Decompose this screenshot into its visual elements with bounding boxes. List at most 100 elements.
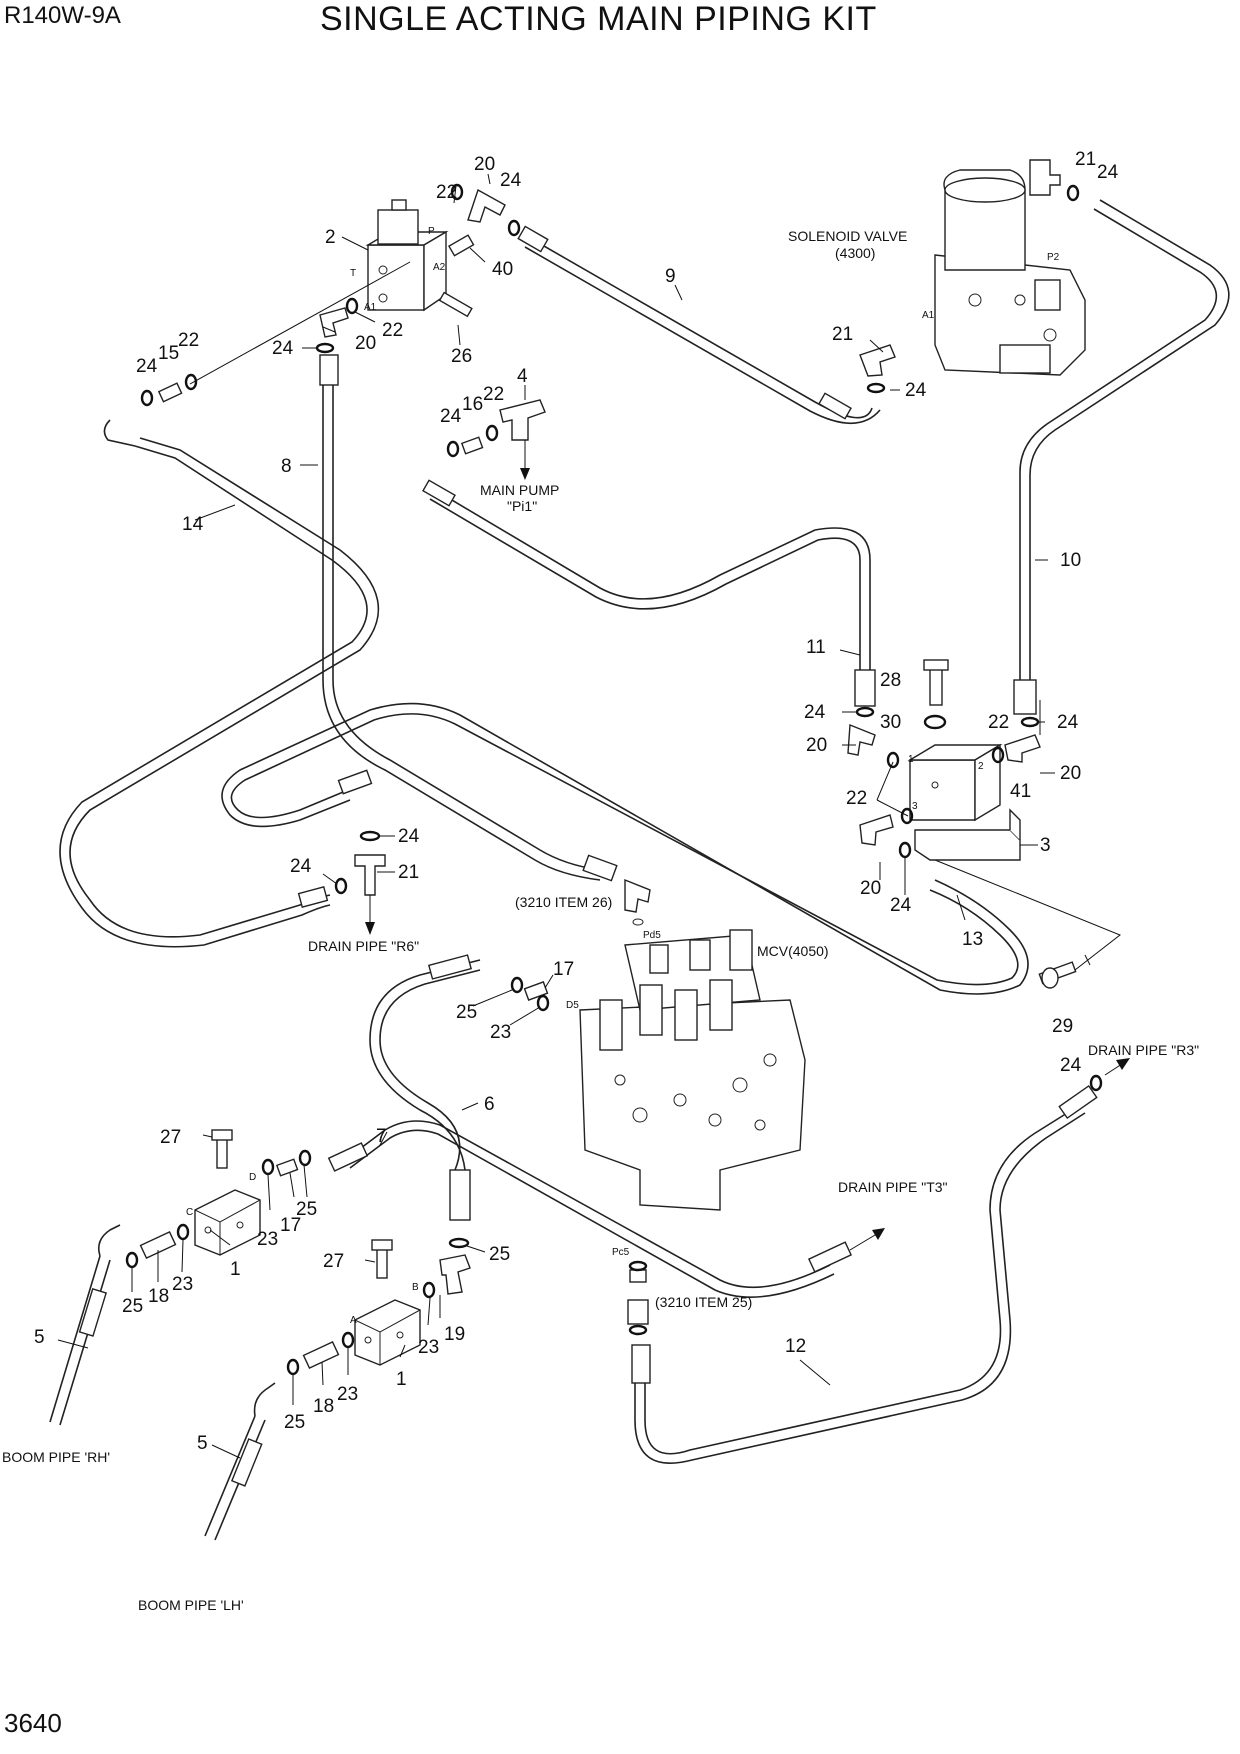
callout-number: 22	[178, 330, 199, 351]
port-2: 2	[978, 761, 984, 772]
callout-number: 20	[1060, 763, 1081, 784]
hose-5-rh	[49, 1224, 121, 1426]
hose-10	[1013, 199, 1230, 715]
callout-number: 20	[355, 333, 376, 354]
tee-4	[499, 399, 546, 441]
callout-number: 24	[500, 170, 522, 191]
callout-number: 25	[296, 1199, 317, 1220]
callout-number: 5	[197, 1433, 208, 1454]
callout-number: 4	[517, 366, 528, 387]
washer-30	[923, 714, 947, 730]
main-pump-label: MAIN PUMP	[480, 482, 559, 498]
callout-number: 22	[483, 384, 504, 405]
callout-number: 27	[323, 1251, 344, 1272]
port-a2: A2	[433, 262, 446, 273]
elbow-item26	[624, 878, 651, 913]
callout-number: 24	[890, 895, 912, 916]
callout-number: 23	[490, 1022, 511, 1043]
bolt-27-upper	[211, 1129, 233, 1169]
hose-12	[631, 1084, 1098, 1464]
item-26-ref: (3210 ITEM 26)	[515, 894, 612, 910]
boom-block-1-lower	[354, 1299, 421, 1366]
callout-number: 24	[290, 856, 312, 877]
nipple-item25-mcv	[627, 1299, 649, 1325]
callout-number: 17	[553, 959, 574, 980]
callout-number: 21	[832, 324, 853, 345]
callout-number: 18	[313, 1396, 334, 1417]
port-a1-solenoid: A1	[922, 310, 935, 321]
callout-number: 1	[230, 1259, 241, 1280]
callout-number: 22	[846, 788, 867, 809]
port-a: A	[350, 1315, 357, 1326]
elbow-20-a1	[319, 307, 349, 338]
callout-number: 8	[281, 456, 292, 477]
callout-number: 27	[160, 1127, 181, 1148]
main-pump-port: "Pi1"	[507, 498, 537, 514]
callout-number: 25	[284, 1412, 305, 1433]
fitting-bottom-mcv	[629, 1269, 647, 1283]
bolt-28	[923, 659, 949, 706]
port-pd5: Pd5	[643, 930, 661, 941]
port-d: D	[249, 1172, 256, 1183]
callout-number: 29	[1052, 1016, 1073, 1037]
elbow-20-block-left	[847, 723, 876, 756]
callout-number: 25	[456, 1002, 477, 1023]
hose-5-lh	[204, 1382, 276, 1541]
port-1: 1	[908, 754, 914, 765]
fitting-15	[157, 382, 183, 403]
elbow-20-block-right	[1004, 734, 1041, 763]
callout-number: 20	[806, 735, 827, 756]
callout-number: 24	[905, 380, 927, 401]
callout-number: 22	[436, 182, 457, 203]
callout-number: 41	[1010, 781, 1031, 802]
junction-block-41	[907, 743, 1003, 822]
callout-number: 13	[962, 929, 983, 950]
bolt-26	[438, 291, 473, 318]
port-d5: D5	[566, 1000, 579, 1011]
callout-number: 24	[1097, 162, 1119, 183]
page-number: 3640	[4, 1708, 62, 1738]
solenoid-valve	[934, 169, 1086, 376]
drain-pipe-r6-label: DRAIN PIPE "R6"	[308, 938, 419, 954]
callout-number: 21	[1075, 149, 1096, 170]
fitting-17-block	[275, 1158, 299, 1177]
boom-pipe-lh-label: BOOM PIPE 'LH'	[138, 1597, 244, 1613]
tee-21-drain-r6	[354, 854, 386, 896]
callout-number: 15	[158, 343, 179, 364]
bracket-3	[914, 808, 1021, 861]
hose-6	[369, 954, 481, 1221]
port-3: 3	[912, 801, 918, 812]
callout-number: 30	[880, 712, 901, 733]
port-c: C	[186, 1207, 193, 1218]
callout-number: 24	[136, 356, 158, 377]
diagram-title: SINGLE ACTING MAIN PIPING KIT	[320, 0, 877, 38]
callout-number: 9	[665, 266, 676, 287]
callout-number: 7	[376, 1126, 387, 1147]
callout-number: 24	[272, 338, 294, 359]
boom-block-1-upper	[194, 1189, 261, 1256]
callout-number: 21	[398, 862, 419, 883]
callout-number: 12	[785, 1336, 806, 1357]
port-t: T	[350, 268, 356, 279]
callout-number: 5	[34, 1327, 45, 1348]
callout-number: 24	[398, 826, 420, 847]
callout-number: 20	[474, 154, 495, 175]
elbow-20-block-low	[859, 814, 894, 846]
callout-number: 24	[1057, 712, 1079, 733]
callout-number: 11	[806, 637, 826, 658]
callout-number: 23	[337, 1384, 358, 1405]
port-b: B	[412, 1282, 419, 1293]
callout-number: 1	[396, 1369, 407, 1390]
port-pc5: Pc5	[612, 1247, 630, 1258]
callout-number: 14	[182, 514, 204, 535]
callout-number: 28	[880, 670, 901, 691]
solenoid-valve-label: SOLENOID VALVE	[788, 228, 907, 244]
callout-number: 24	[1060, 1055, 1082, 1076]
callout-number: 18	[148, 1286, 169, 1307]
port-a1-pilot: A1	[364, 302, 377, 313]
hose-9	[517, 225, 881, 425]
port-p: P	[428, 226, 435, 237]
callout-number: 23	[257, 1229, 278, 1250]
callout-number: 10	[1060, 550, 1081, 571]
